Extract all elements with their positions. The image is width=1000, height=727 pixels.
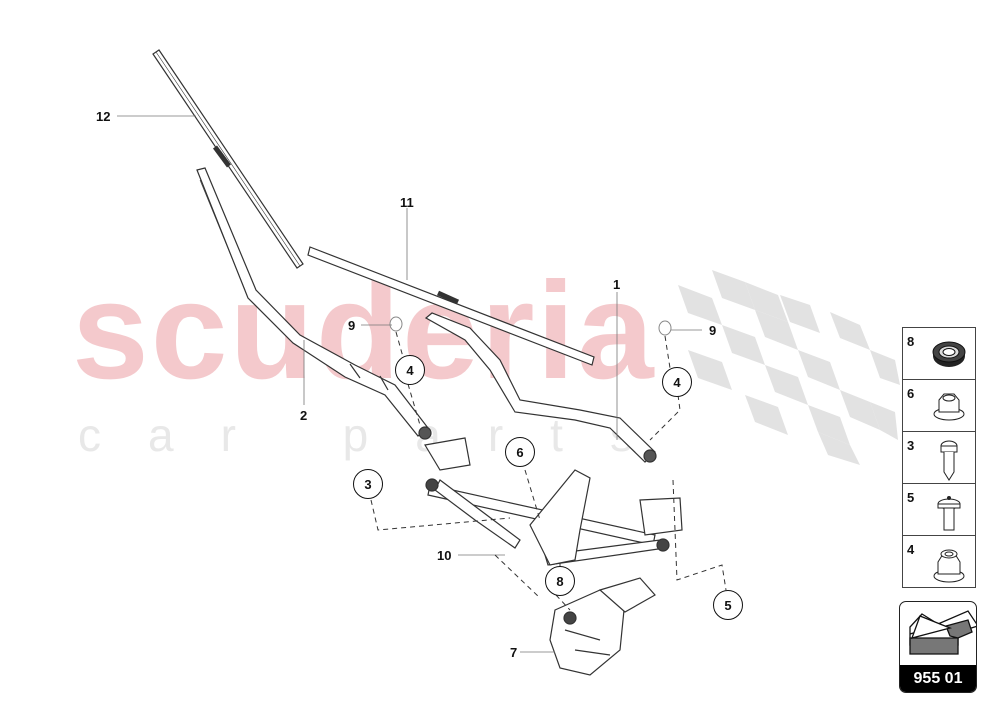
label-part-7[interactable]: 7 bbox=[510, 645, 518, 660]
legend-item-3[interactable]: 3 bbox=[903, 432, 975, 484]
flange-nut-icon bbox=[933, 393, 965, 421]
label-part-9-right[interactable]: 9 bbox=[709, 323, 717, 338]
wiper-blade-left bbox=[152, 49, 304, 269]
wiper-motor bbox=[549, 577, 656, 676]
callout-part-4-left[interactable]: 4 bbox=[395, 355, 425, 385]
bolt-icon bbox=[937, 496, 961, 531]
watermark-tagline: car parts bbox=[78, 409, 680, 461]
bearing-icon bbox=[932, 341, 966, 367]
checkered-flag-watermark bbox=[678, 270, 900, 465]
wiper-arm-right bbox=[424, 312, 657, 463]
callout-part-3[interactable]: 3 bbox=[353, 469, 383, 499]
arrow-back-icon bbox=[909, 610, 976, 655]
callout-part-5[interactable]: 5 bbox=[713, 590, 743, 620]
lock-nut-icon bbox=[933, 549, 965, 583]
legend-item-8[interactable]: 8 bbox=[903, 328, 975, 380]
legend-item-5[interactable]: 5 bbox=[903, 484, 975, 536]
wiper-blade-right bbox=[307, 246, 595, 366]
callout-part-8[interactable]: 8 bbox=[545, 566, 575, 596]
label-part-10[interactable]: 10 bbox=[437, 548, 452, 563]
legend-item-6[interactable]: 6 bbox=[903, 380, 975, 432]
leader-lines bbox=[117, 115, 702, 653]
page-code: 955 01 bbox=[900, 665, 976, 692]
legend-item-4[interactable]: 4 bbox=[903, 536, 975, 587]
cap-plug bbox=[389, 316, 672, 336]
label-part-11[interactable]: 11 bbox=[400, 195, 414, 210]
callout-part-4-right[interactable]: 4 bbox=[662, 367, 692, 397]
screw-icon bbox=[940, 440, 958, 481]
label-part-9-left[interactable]: 9 bbox=[348, 318, 356, 333]
label-part-1[interactable]: 1 bbox=[613, 277, 621, 292]
label-part-12[interactable]: 12 bbox=[96, 109, 111, 124]
label-part-2[interactable]: 2 bbox=[300, 408, 308, 423]
hardware-legend: 8 6 3 5 4 bbox=[902, 327, 976, 588]
callout-part-6[interactable]: 6 bbox=[505, 437, 535, 467]
back-navigation-button[interactable]: 955 01 bbox=[899, 601, 977, 693]
wiper-arm-left bbox=[196, 167, 432, 440]
wiper-linkage bbox=[424, 437, 683, 566]
